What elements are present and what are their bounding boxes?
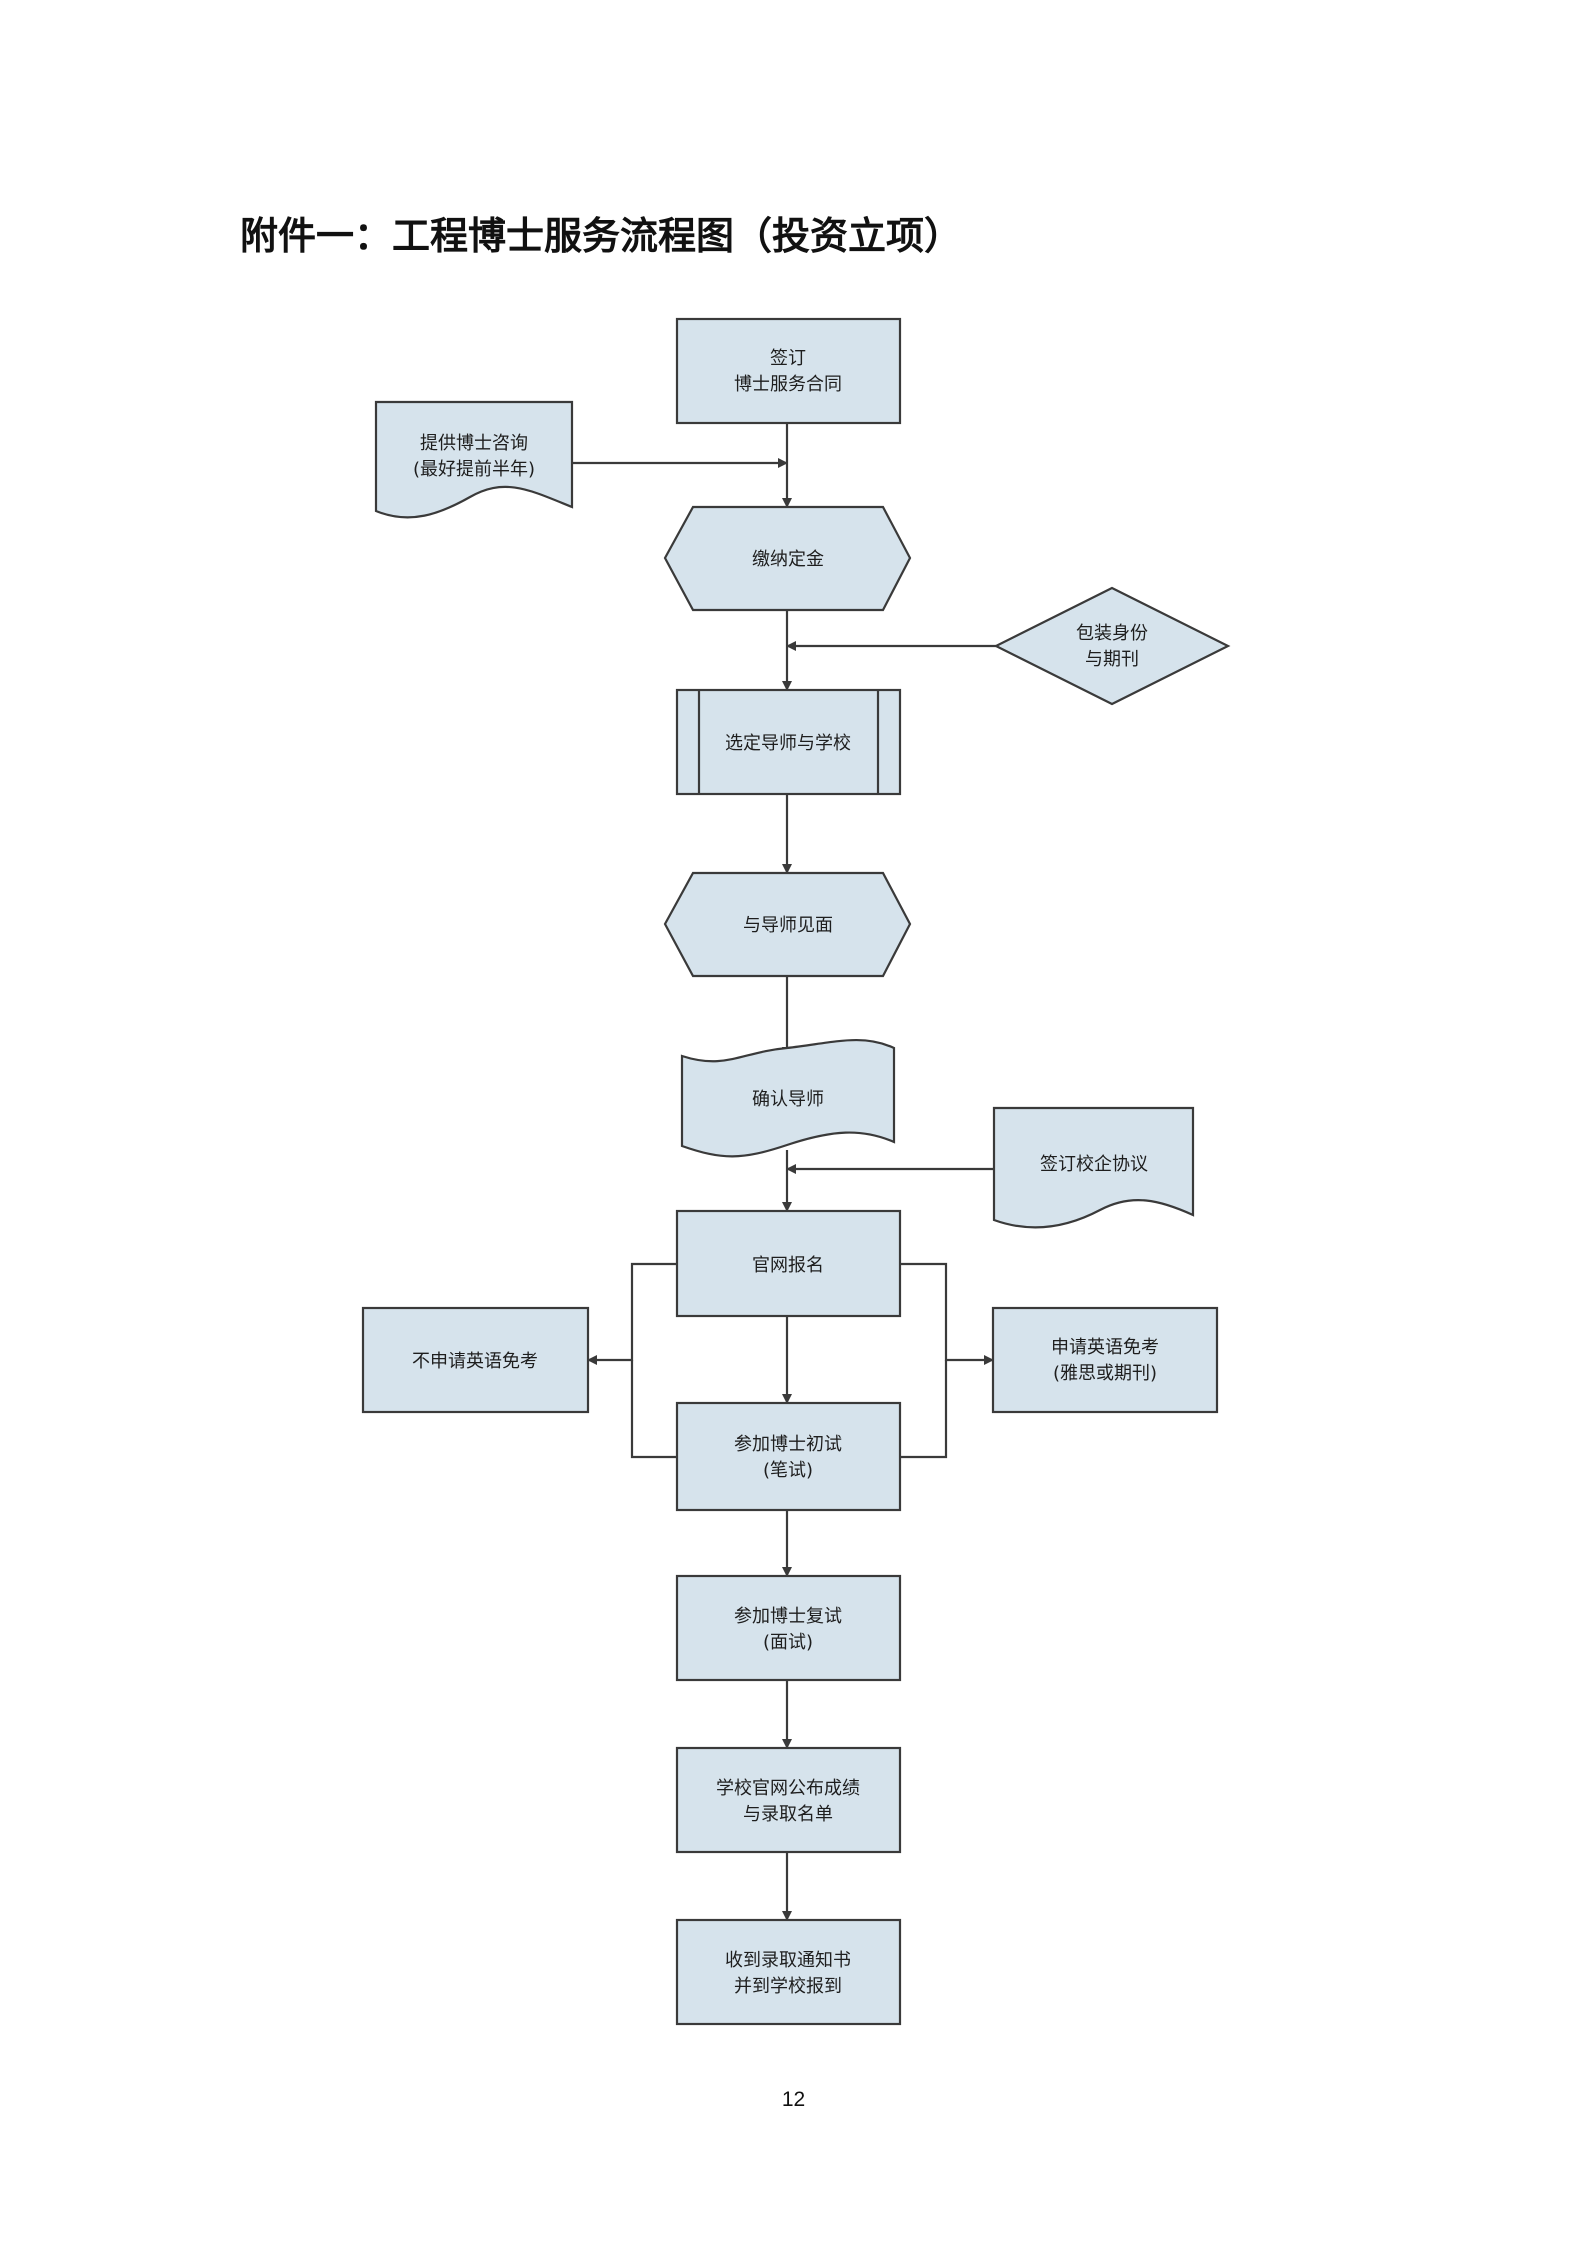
node-sign-contract-line-1: 签订 [770,348,806,369]
node-results: 学校官网公布成绩 与录取名单 [675,1746,902,1854]
node-package-line-2: 与期刊 [1085,649,1139,670]
node-select-advisor-line-1: 选定导师与学校 [725,733,851,754]
node-consult: 提供博士咨询 (最好提前半年) [374,400,574,519]
page-number: 12 [781,2088,806,2111]
node-enroll-line-1: 收到录取通知书 [725,1950,851,1971]
node-select-advisor: 选定导师与学校 [675,688,902,796]
node-interview-line-1: 参加博士复试 [734,1606,842,1627]
edge-written-to-no-exempt [630,1360,677,1459]
node-meet-advisor-line-1: 与导师见面 [743,915,833,936]
connectors [572,423,996,1921]
node-package-line-1: 包装身份 [1076,623,1148,644]
node-written-exam: 参加博士初试 (笔试) [675,1401,902,1512]
page-title: 附件一：工程博士服务流程图（投资立项） [240,213,963,258]
node-confirm-advisor-line-1: 确认导师 [752,1089,824,1110]
node-enroll-line-2: 并到学校报到 [734,1976,842,1997]
node-sign-contract-line-2: 博士服务合同 [734,374,842,395]
node-sign-contract: 签订 博士服务合同 [675,317,902,425]
node-consult-line-1: 提供博士咨询 [420,433,528,454]
node-school-agreement: 签订校企协议 [992,1106,1195,1229]
node-apply-exempt-line-2: (雅思或期刊) [1053,1363,1157,1384]
node-consult-line-2: (最好提前半年) [413,459,535,480]
node-results-line-1: 学校官网公布成绩 [716,1778,860,1799]
node-results-line-2: 与录取名单 [743,1804,833,1825]
node-register: 官网报名 [675,1209,902,1318]
node-apply-exempt-line-1: 申请英语免考 [1051,1337,1159,1358]
node-school-agreement-line-1: 签订校企协议 [1040,1154,1148,1175]
node-register-line-1: 官网报名 [752,1255,824,1276]
node-package: 包装身份 与期刊 [993,586,1231,706]
node-deposit: 缴纳定金 [663,505,912,612]
node-apply-exempt: 申请英语免考 (雅思或期刊) [991,1306,1219,1414]
node-interview: 参加博士复试 (面试) [675,1574,902,1682]
node-written-exam-line-1: 参加博士初试 [734,1434,842,1455]
node-confirm-advisor: 确认导师 [680,1039,896,1158]
edge-register-to-apply-exempt [900,1262,994,1365]
edge-written-to-apply-exempt [900,1360,948,1459]
edge-register-to-no-exempt [587,1262,677,1365]
node-written-exam-line-2: (笔试) [763,1460,813,1481]
node-interview-line-2: (面试) [763,1632,813,1653]
node-meet-advisor: 与导师见面 [663,871,912,978]
node-deposit-line-1: 缴纳定金 [752,549,824,570]
node-no-exempt: 不申请英语免考 [361,1306,590,1414]
node-enroll: 收到录取通知书 并到学校报到 [675,1918,902,2026]
node-no-exempt-line-1: 不申请英语免考 [412,1351,538,1372]
